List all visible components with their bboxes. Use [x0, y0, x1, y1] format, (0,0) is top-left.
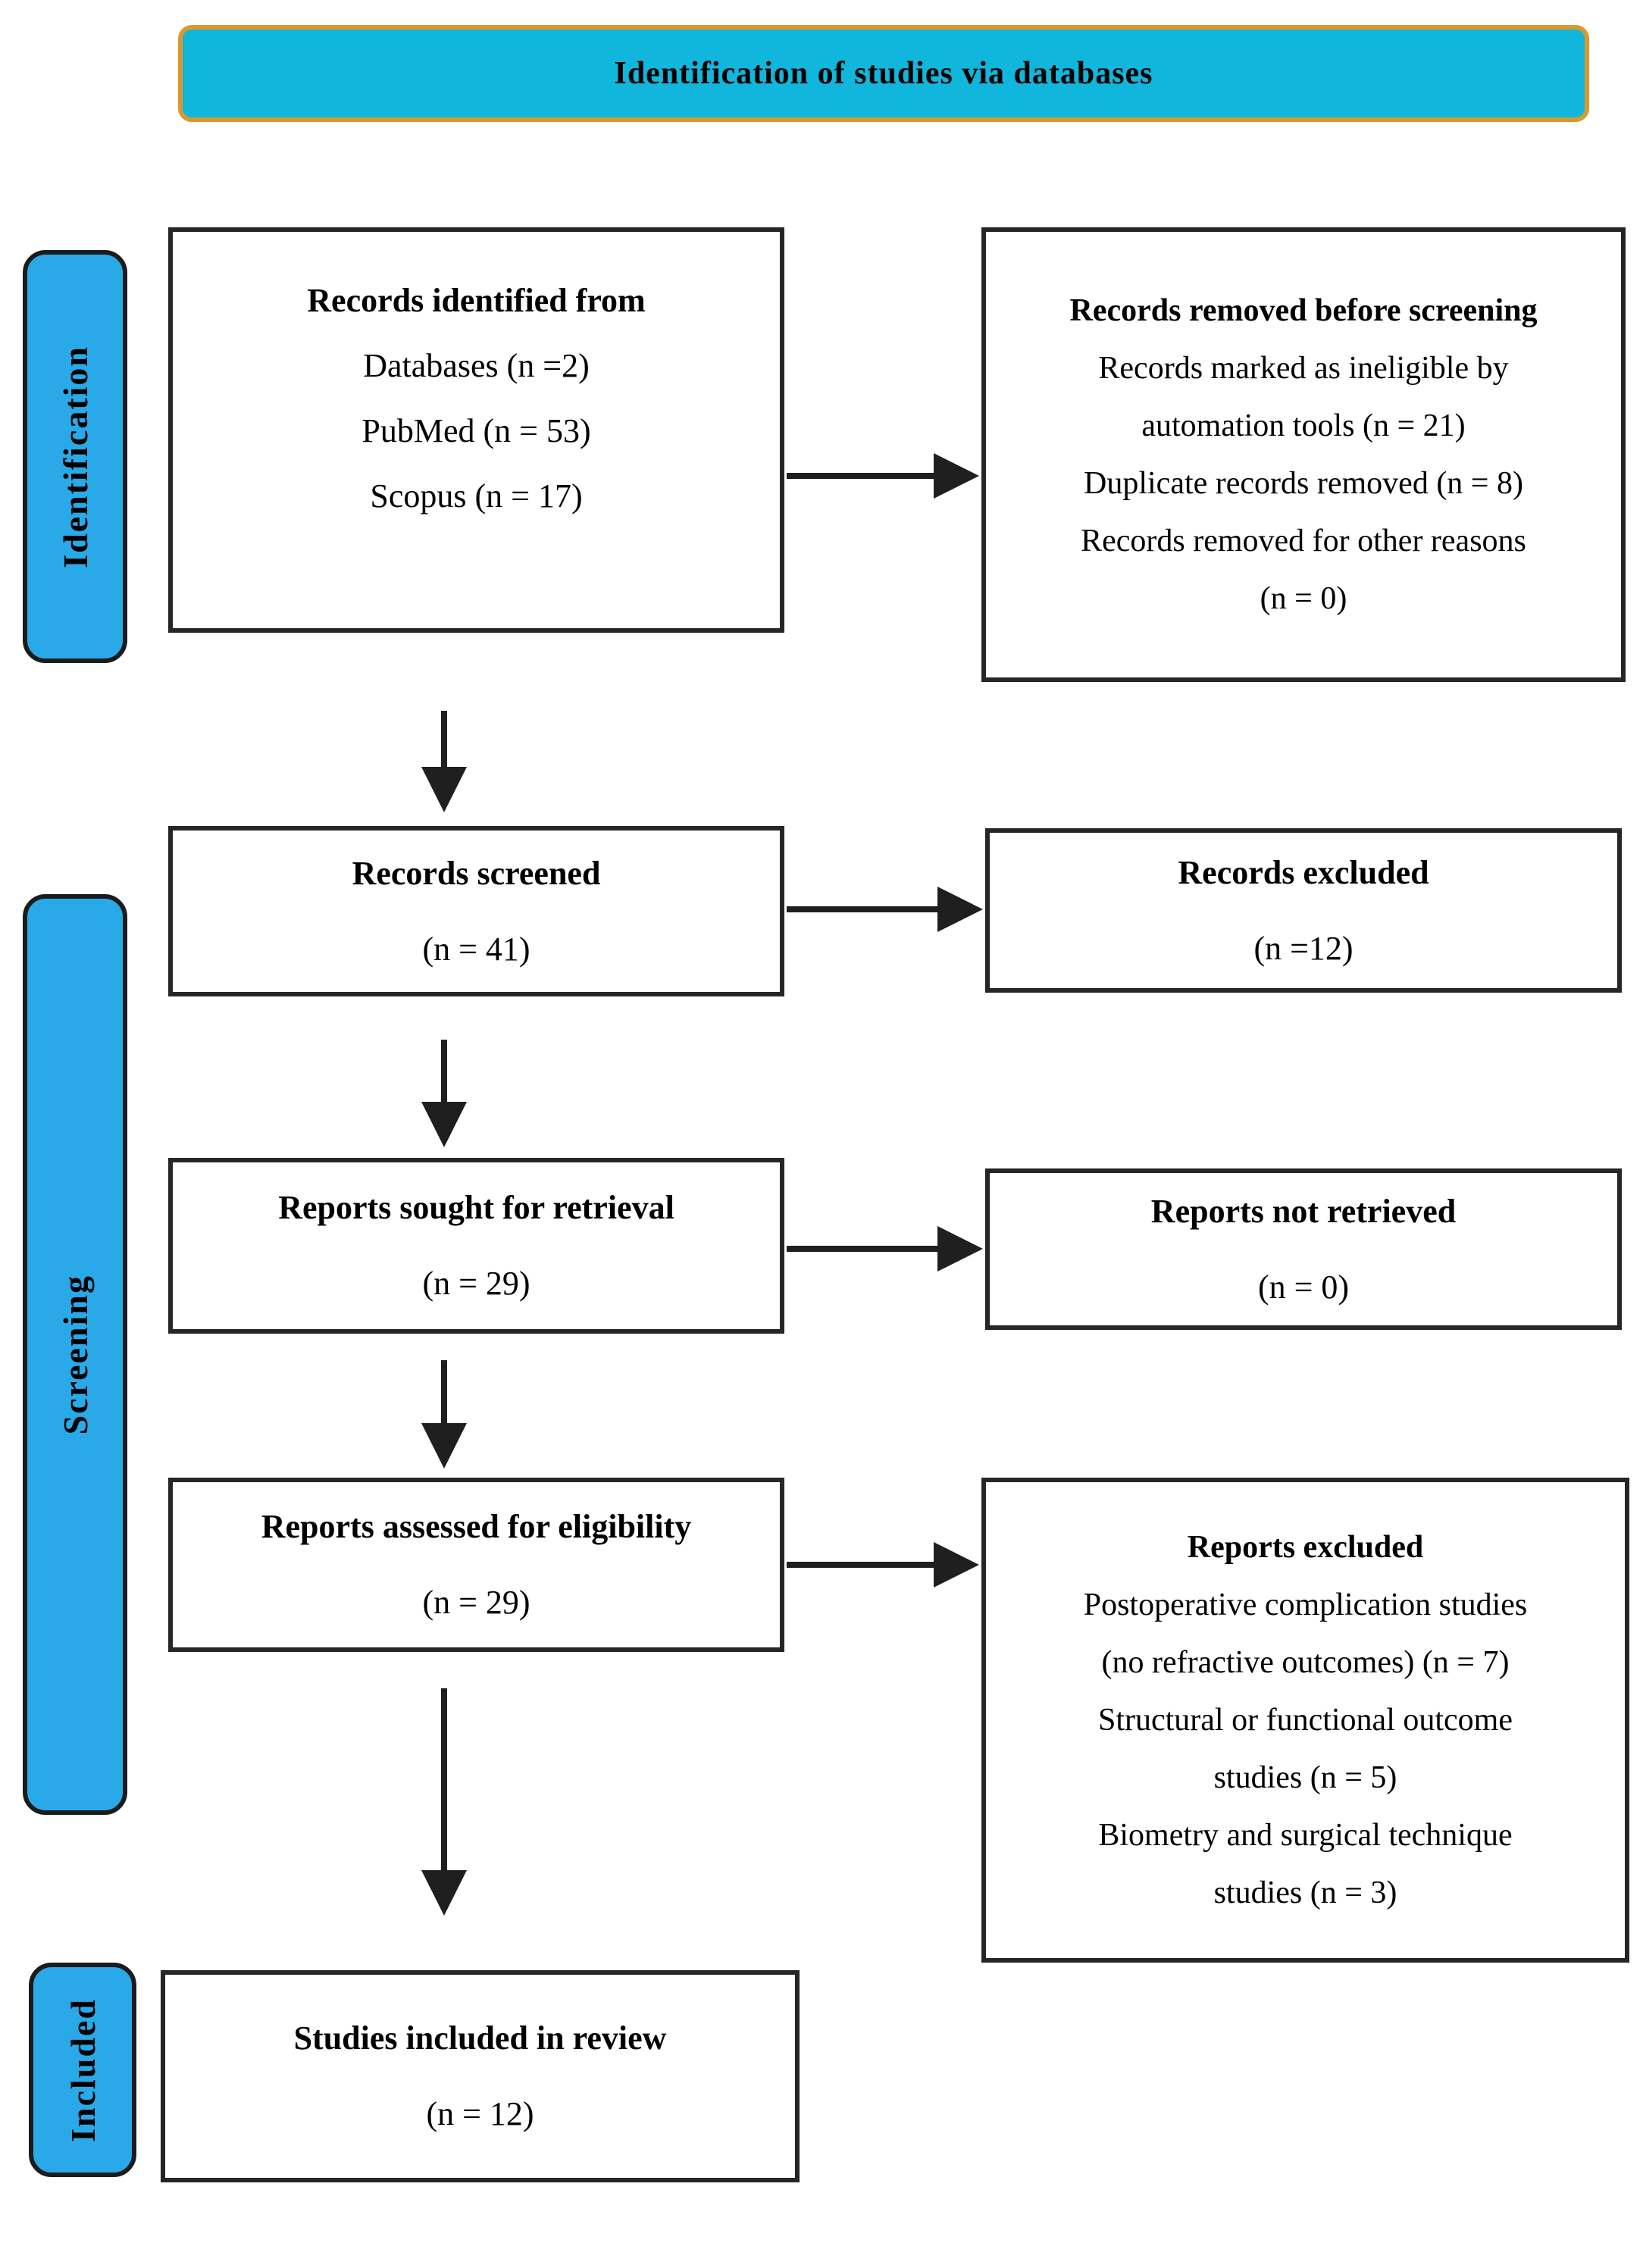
- diagram-title: Identification of studies via databases: [614, 56, 1153, 91]
- box-records-identified-line: PubMed (n = 53): [361, 412, 591, 449]
- stage-label-included: Included: [29, 1963, 136, 2177]
- box-records-screened-count: (n = 41): [422, 930, 530, 968]
- box-reports-assessed-title: Reports assessed for eligibility: [261, 1508, 692, 1545]
- stage-label-included-text: Included: [63, 1997, 102, 2142]
- box-reports-sought-count: (n = 29): [422, 1265, 530, 1302]
- stage-label-identification: Identification: [23, 250, 127, 663]
- box-records-excluded-count: (n =12): [1253, 929, 1354, 967]
- arrow-screened-to-excluded-icon: [787, 887, 983, 932]
- box-records-screened: Records screened (n = 41): [168, 826, 784, 996]
- box-records-removed-line: (n = 0): [1260, 581, 1347, 616]
- stage-label-identification-text: Identification: [55, 345, 95, 568]
- box-studies-included: Studies included in review (n = 12): [161, 1970, 800, 2182]
- box-records-removed-line: Records marked as ineligible by: [1098, 351, 1509, 386]
- box-records-excluded-title: Records excluded: [1178, 853, 1429, 891]
- box-records-identified: Records identified from Databases (n =2)…: [168, 227, 784, 633]
- box-reports-sought: Reports sought for retrieval (n = 29): [168, 1158, 784, 1334]
- box-records-removed-line: automation tools (n = 21): [1141, 408, 1466, 443]
- box-records-identified-title: Records identified from: [307, 282, 646, 319]
- box-reports-excluded-title: Reports excluded: [1187, 1530, 1424, 1565]
- box-reports-not-retrieved: Reports not retrieved (n = 0): [985, 1168, 1622, 1330]
- stage-label-screening: Screening: [23, 894, 127, 1815]
- box-reports-excluded-line: studies (n = 3): [1213, 1875, 1397, 1910]
- box-reports-excluded-line: Biometry and surgical technique: [1098, 1818, 1513, 1853]
- arrow-screened-to-sought-icon: [421, 1040, 467, 1147]
- box-reports-excluded-line: (no refractive outcomes) (n = 7): [1101, 1645, 1510, 1680]
- arrow-identified-to-screened-icon: [421, 711, 467, 812]
- box-reports-excluded: Reports excluded Postoperative complicat…: [981, 1478, 1629, 1963]
- box-reports-excluded-line: Structural or functional outcome: [1097, 1703, 1513, 1738]
- box-records-excluded: Records excluded (n =12): [985, 828, 1622, 993]
- box-records-removed-line: Duplicate records removed (n = 8): [1084, 466, 1523, 501]
- arrow-assessed-to-included-icon: [421, 1688, 467, 1916]
- box-records-removed-title: Records removed before screening: [1069, 293, 1538, 328]
- box-studies-included-count: (n = 12): [426, 2095, 534, 2132]
- box-records-removed: Records removed before screening Records…: [981, 227, 1626, 682]
- box-reports-not-retrieved-title: Reports not retrieved: [1150, 1192, 1457, 1230]
- box-reports-assessed: Reports assessed for eligibility (n = 29…: [168, 1478, 784, 1652]
- box-records-screened-title: Records screened: [352, 854, 601, 892]
- box-studies-included-title: Studies included in review: [293, 2019, 667, 2057]
- box-records-identified-line: Scopus (n = 17): [370, 477, 583, 515]
- box-reports-assessed-count: (n = 29): [422, 1584, 530, 1621]
- arrow-identified-to-removed-icon: [787, 453, 979, 499]
- box-records-removed-line: Records removed for other reasons: [1081, 524, 1526, 558]
- box-records-identified-line: Databases (n =2): [363, 347, 590, 384]
- box-reports-excluded-line: Postoperative complication studies: [1083, 1588, 1528, 1622]
- box-reports-sought-title: Reports sought for retrieval: [278, 1189, 674, 1226]
- arrow-assessed-to-reportsexcluded-icon: [787, 1542, 979, 1588]
- box-reports-excluded-line: studies (n = 5): [1213, 1760, 1397, 1795]
- stage-label-screening-text: Screening: [55, 1274, 95, 1435]
- arrow-sought-to-notretrieved-icon: [787, 1226, 983, 1272]
- box-reports-not-retrieved-count: (n = 0): [1257, 1268, 1350, 1306]
- diagram-title-banner: Identification of studies via databases: [178, 25, 1589, 122]
- arrow-sought-to-assessed-icon: [421, 1360, 467, 1469]
